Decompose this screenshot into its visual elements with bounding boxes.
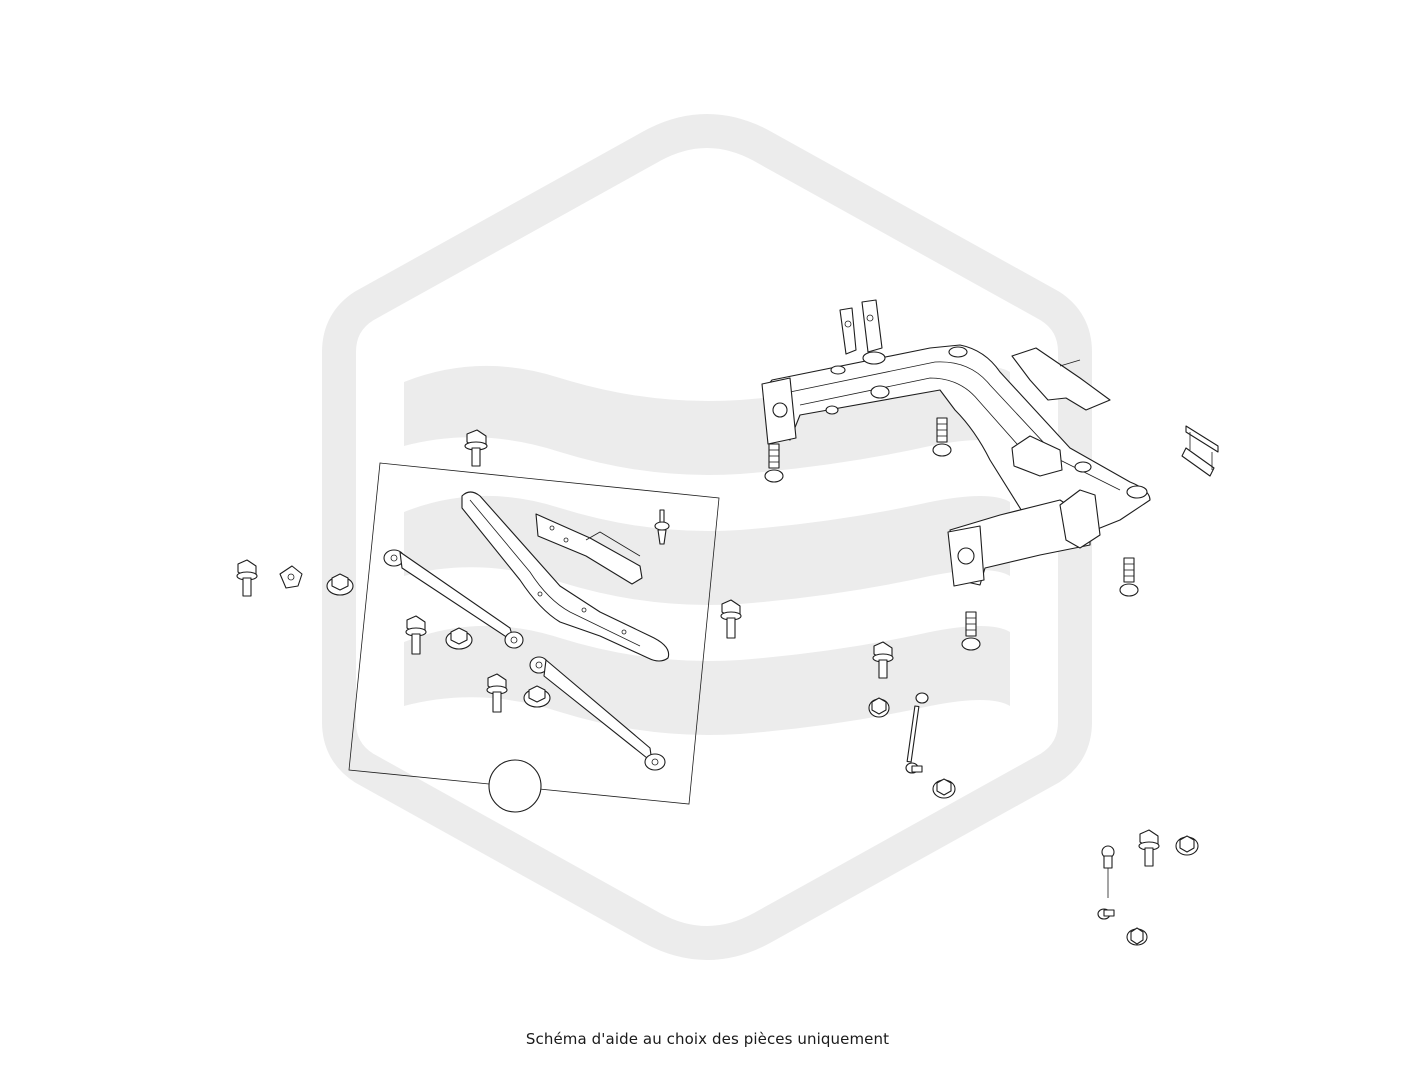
- subframe-bolt[interactable]: [961, 611, 981, 651]
- stabilizer-link[interactable]: [1097, 845, 1115, 920]
- flange-nut[interactable]: [1126, 927, 1148, 946]
- flange-nut[interactable]: [326, 573, 354, 596]
- clip-bracket[interactable]: [1181, 425, 1219, 477]
- eccentric-washer[interactable]: [279, 565, 303, 589]
- subframe-bolt[interactable]: [932, 417, 952, 457]
- arm-group-frame: [348, 462, 720, 813]
- flange-bolt[interactable]: [872, 641, 894, 679]
- trailing-arm[interactable]: [461, 491, 670, 662]
- flange-nut[interactable]: [868, 697, 890, 718]
- push-rivet[interactable]: [654, 509, 670, 545]
- flange-bolt[interactable]: [464, 429, 488, 467]
- flange-nut[interactable]: [523, 685, 551, 708]
- lower-control-arm-rear[interactable]: [529, 656, 666, 771]
- flange-nut[interactable]: [932, 778, 956, 799]
- subframe-bolt[interactable]: [764, 443, 784, 483]
- flange-bolt[interactable]: [1138, 829, 1160, 867]
- diagram-caption: Schéma d'aide au choix des pièces unique…: [525, 1030, 890, 1048]
- flange-bolt[interactable]: [405, 615, 427, 655]
- flange-bolt[interactable]: [236, 559, 258, 597]
- flange-nut[interactable]: [1175, 835, 1199, 856]
- flange-bolt[interactable]: [720, 599, 742, 639]
- lower-control-arm-front[interactable]: [383, 549, 524, 649]
- mounting-bracket[interactable]: [535, 513, 643, 585]
- rear-subframe[interactable]: [761, 299, 1151, 587]
- flange-nut[interactable]: [445, 627, 473, 650]
- flange-bolt[interactable]: [486, 673, 508, 713]
- subframe-bolt[interactable]: [1119, 557, 1139, 597]
- callout-circle[interactable]: [488, 759, 542, 813]
- stabilizer-link[interactable]: [905, 692, 929, 774]
